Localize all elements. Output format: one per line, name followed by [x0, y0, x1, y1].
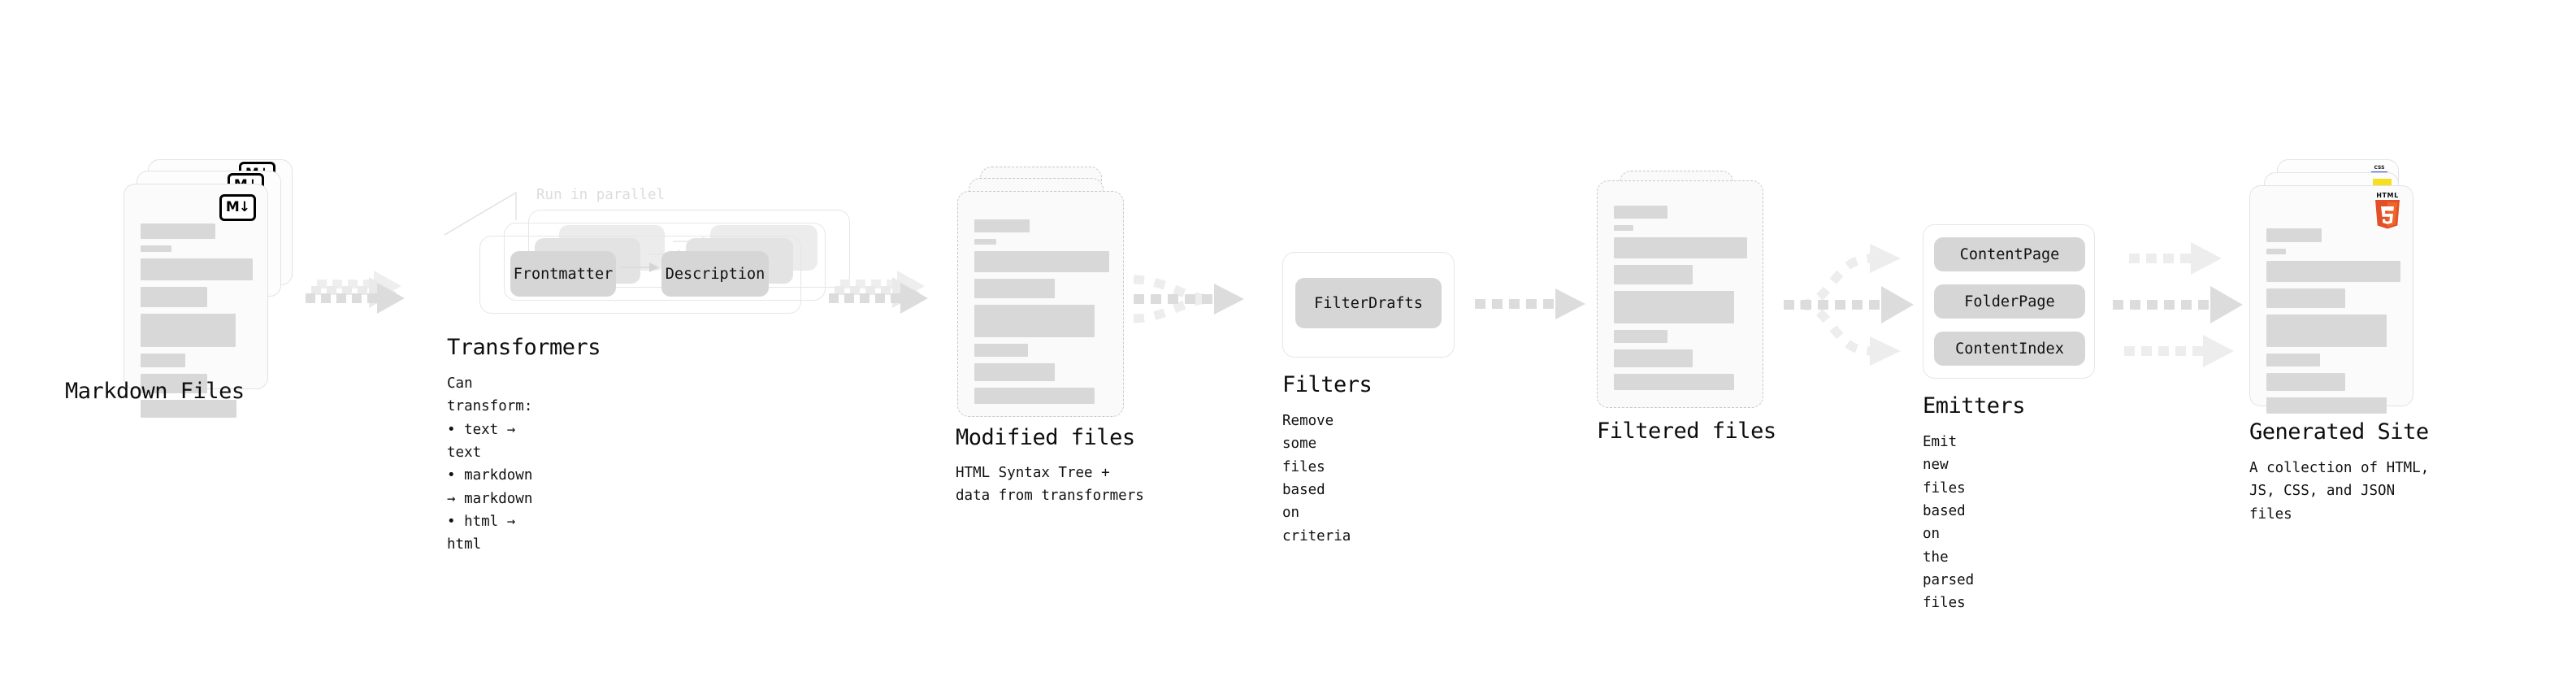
stage-title-transformers: Transformers — [447, 335, 601, 360]
filtered-doc-stack — [1597, 171, 1784, 439]
modified-doc-placeholder-lines — [974, 219, 1109, 410]
stage-generated-site: CSS HTML — [2249, 159, 2444, 523]
stage-title-modified-files: Modified files — [956, 425, 1135, 450]
arrow-modified-to-filters — [1133, 275, 1244, 323]
stage-subtitle-generated-site: A collection of HTML, JS, CSS, and JSON … — [2249, 460, 2430, 523]
arrow-markdown-to-transformers — [306, 271, 405, 314]
emitter-node-folderpage[interactable]: FolderPage — [1934, 284, 2085, 319]
emitter-node-contentpage[interactable]: ContentPage — [1934, 237, 2085, 271]
stage-subtitle-transformers: Can transform: • text → text • markdown … — [447, 375, 533, 553]
stage-title-generated-site: Generated Site — [2249, 419, 2429, 445]
transformer-node-frontmatter[interactable]: Frontmatter — [510, 251, 616, 297]
markdown-icon: M↓ — [219, 194, 256, 221]
transformer-card-back-1 — [504, 223, 826, 301]
arrow-transformers-to-modified — [829, 271, 928, 314]
markdown-doc-front: M↓ — [124, 184, 268, 418]
stage-filtered-files: Filtered files — [1597, 171, 1784, 444]
emitters-card — [1923, 224, 2095, 379]
generated-doc-placeholder-lines — [2266, 228, 2400, 420]
html5-icon: HTML — [2374, 193, 2401, 231]
filtered-doc-front — [1597, 180, 1763, 408]
transformer-node-description[interactable]: Description — [661, 251, 769, 297]
stage-markdown-files: M↓ M↓ M↓ Markdown Files — [65, 159, 310, 427]
stage-title-filters: Filters — [1282, 372, 1373, 397]
run-in-parallel-label: Run in parallel — [536, 187, 666, 203]
filtered-doc-placeholder-lines — [1614, 206, 1748, 397]
transformer-arrow-front — [619, 262, 659, 272]
stage-title-markdown-files: Markdown Files — [65, 379, 245, 404]
stage-title-emitters: Emitters — [1923, 393, 2026, 419]
stage-subtitle-filters: Remove some files based on criteria — [1282, 413, 1351, 544]
run-in-parallel-leader-line — [444, 191, 517, 236]
generated-doc-front: HTML — [2249, 185, 2413, 414]
modified-doc-front — [957, 191, 1124, 417]
arrow-emitters-to-site — [2113, 242, 2243, 367]
stage-modified-files: Modified files HTML Syntax Tree + data f… — [956, 167, 1144, 504]
markdown-doc-stack: M↓ M↓ M↓ — [124, 159, 310, 427]
stage-subtitle-emitters: Emit new files based on the parsed files — [1923, 434, 1975, 612]
arrow-filtered-to-emitters-fanout — [1784, 244, 1914, 366]
stage-subtitle-modified-files: HTML Syntax Tree + data from transformer… — [956, 465, 1144, 505]
markdown-doc-placeholder-lines — [141, 223, 253, 424]
emitter-node-contentindex[interactable]: ContentIndex — [1934, 332, 2085, 366]
stage-title-filtered-files: Filtered files — [1597, 419, 1776, 444]
transformer-card-front — [479, 236, 801, 314]
filter-node-filterdrafts[interactable]: FilterDrafts — [1295, 278, 1442, 328]
filters-card — [1282, 252, 1455, 358]
generated-doc-stack: CSS HTML — [2249, 159, 2444, 427]
arrow-filters-to-filtered — [1475, 288, 1585, 319]
modified-doc-stack — [957, 167, 1144, 435]
